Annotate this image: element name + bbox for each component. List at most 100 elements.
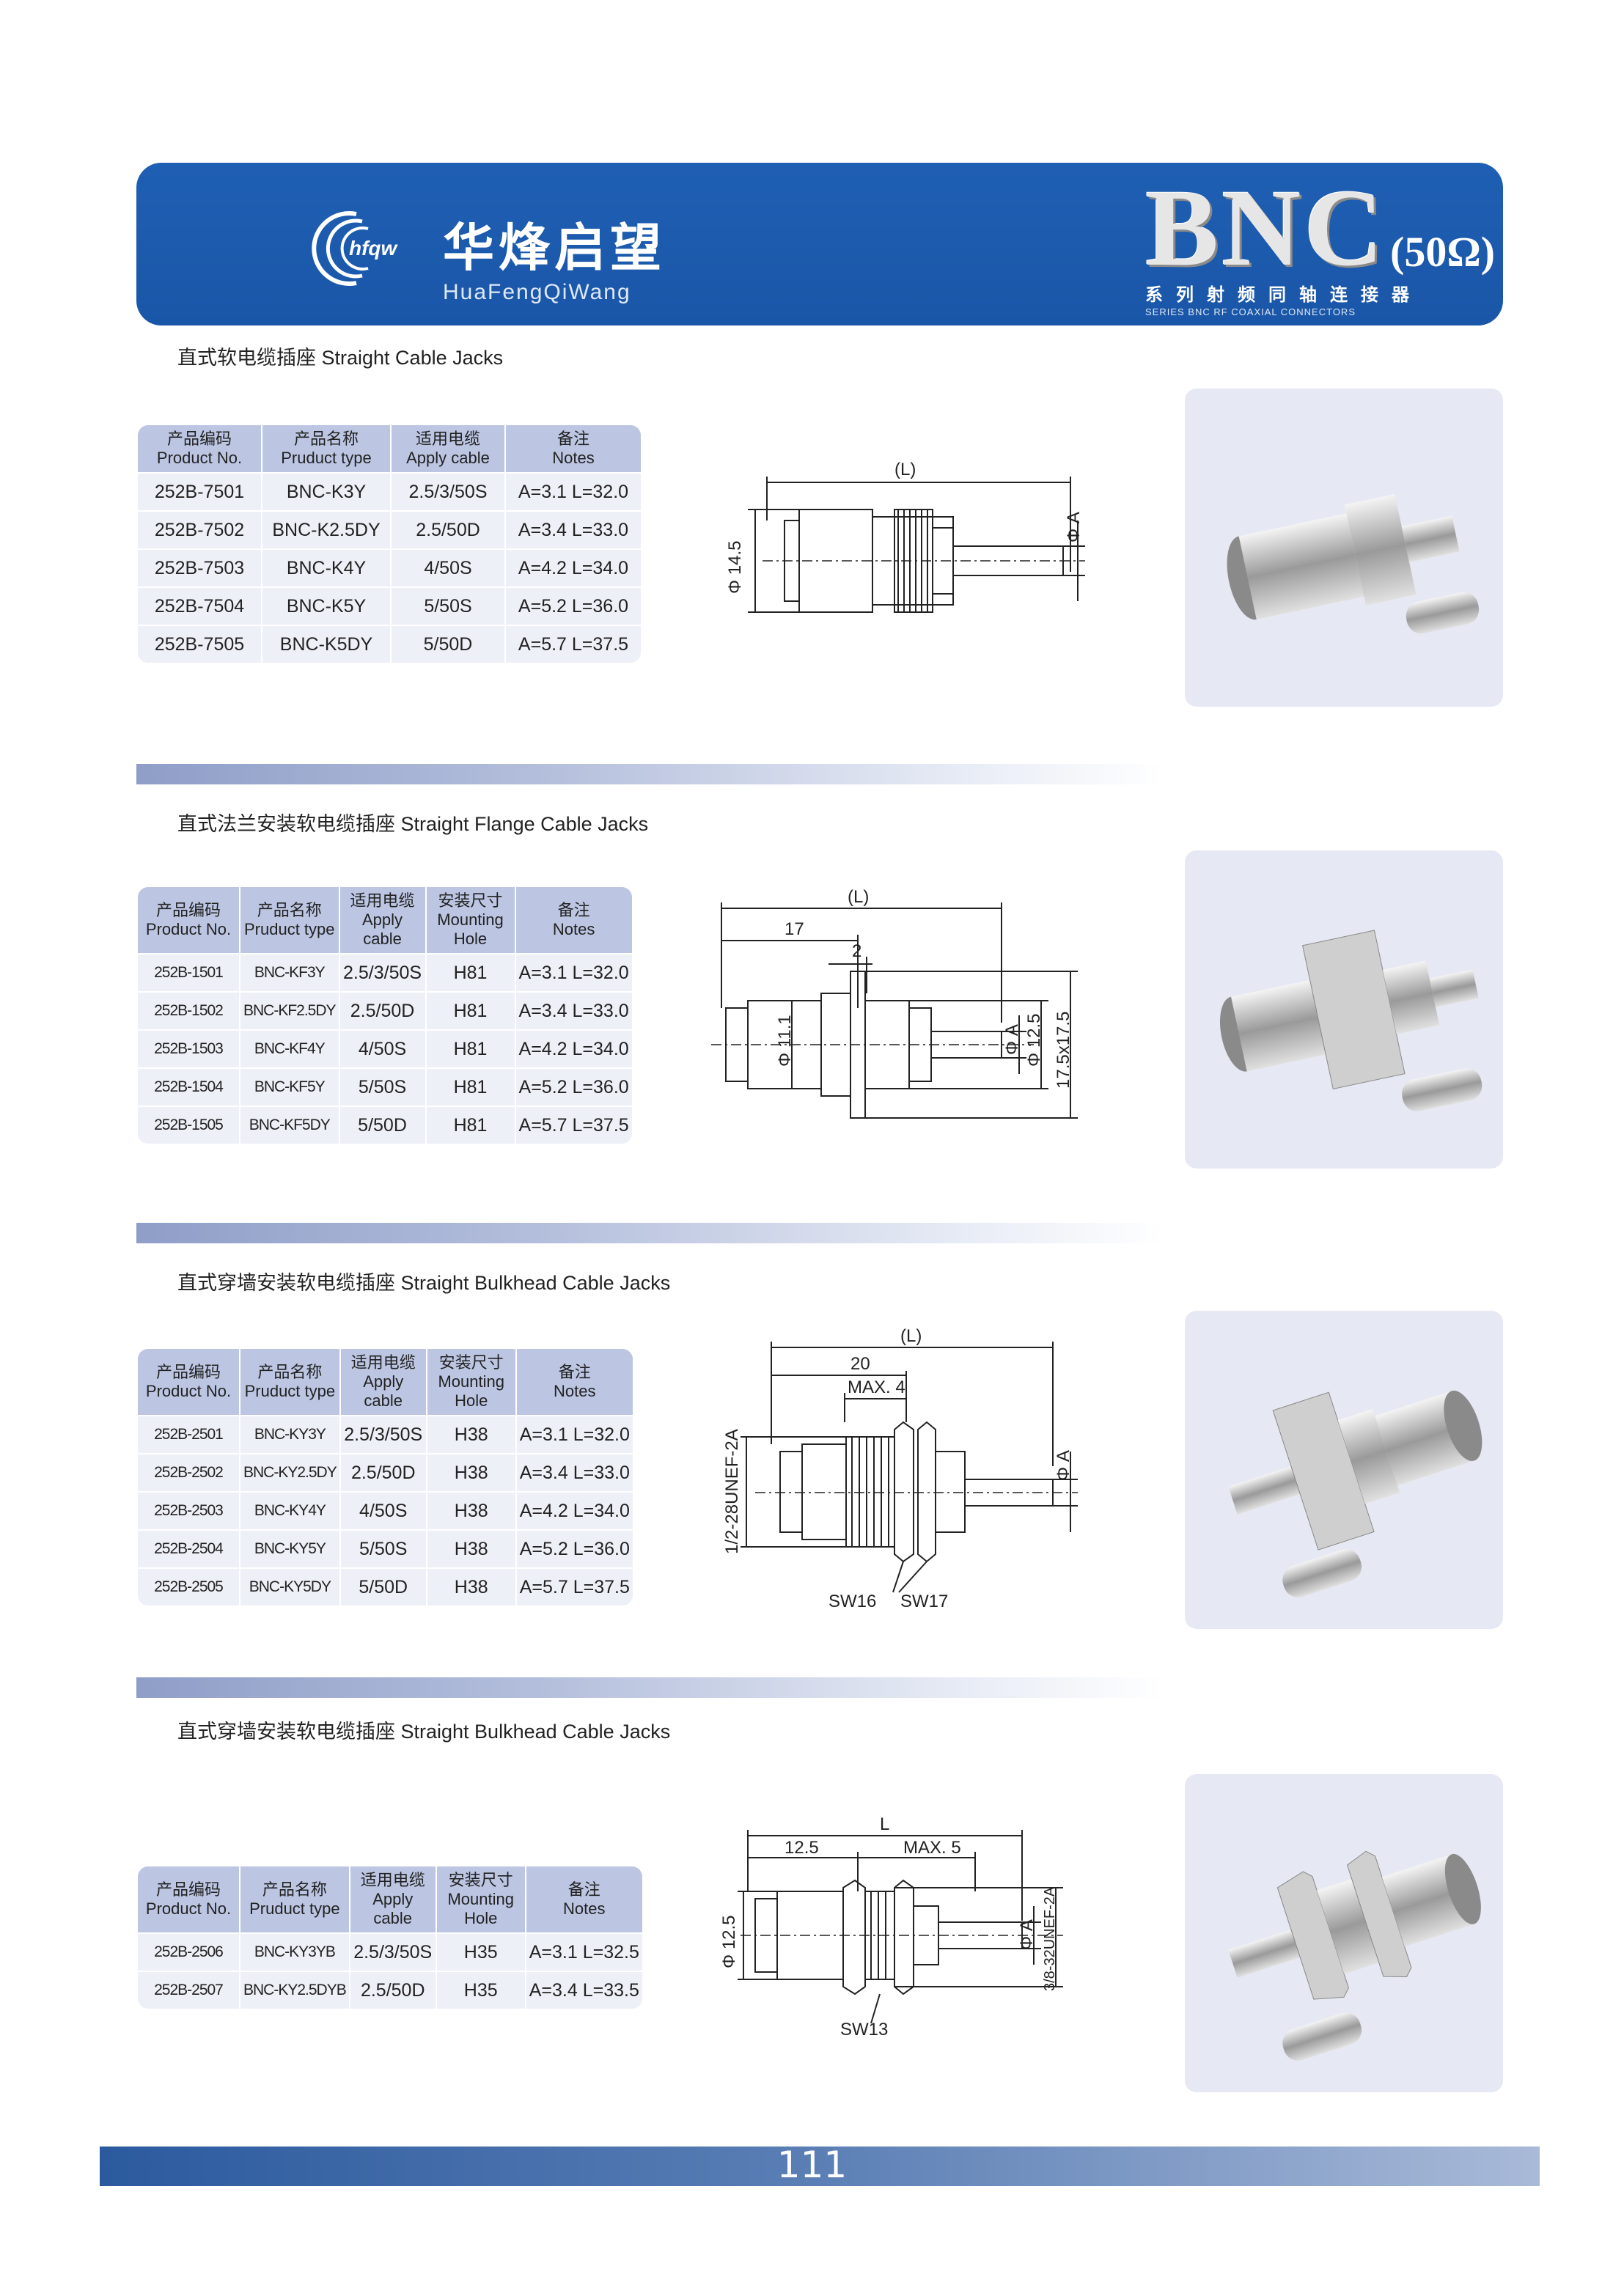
table-cell: H38 xyxy=(427,1415,517,1453)
svg-text:MAX. 5: MAX. 5 xyxy=(903,1838,961,1858)
table-cell: 252B-7502 xyxy=(138,510,262,548)
table-cell: BNC-K2.5DY xyxy=(262,510,392,548)
table-cell: A=4.2 L=34.0 xyxy=(516,1491,633,1529)
logo-text: hfqw xyxy=(349,237,399,260)
table-cell: 252B-1503 xyxy=(138,1029,240,1067)
svg-text:SW16: SW16 xyxy=(828,1592,876,1611)
table-cell: BNC-K4Y xyxy=(262,548,392,586)
table-cell: H38 xyxy=(427,1567,517,1605)
table-cell: BNC-KF2.5DY xyxy=(240,991,340,1029)
table-cell: BNC-KY2.5DY xyxy=(240,1453,341,1491)
svg-text:Φ 11.1: Φ 11.1 xyxy=(775,1015,795,1067)
connector-image xyxy=(1228,1850,1481,2061)
table-cell: 252B-1501 xyxy=(138,953,240,991)
table-cell: 252B-2502 xyxy=(138,1453,240,1491)
svg-text:Φ 12.5: Φ 12.5 xyxy=(719,1915,739,1968)
section-title: 直式穿墙安装软电缆插座 Straight Bulkhead Cable Jack… xyxy=(177,1721,671,1743)
svg-text:2: 2 xyxy=(852,941,861,961)
table-cell: A=3.4 L=33.5 xyxy=(526,1971,642,2009)
section-divider xyxy=(136,1677,1163,1698)
table-cell: 4/50S xyxy=(392,548,506,586)
table-cell: A=3.1 L=32.0 xyxy=(516,1415,633,1453)
table-cell: BNC-KY3Y xyxy=(240,1415,341,1453)
table-cell: BNC-KF4Y xyxy=(240,1029,340,1067)
section-divider xyxy=(136,764,1163,784)
svg-text:MAX. 4: MAX. 4 xyxy=(848,1377,905,1397)
series-name: BNC xyxy=(1145,167,1386,289)
section-title: 直式软电缆插座 Straight Cable Jacks xyxy=(177,347,504,369)
dimension-drawing: (L) 20 MAX. 4 1/2-28UNEF-2A Φ A SW16 SW1… xyxy=(722,1326,1078,1611)
table-cell: H35 xyxy=(436,1971,526,2009)
company-logo-icon: hfqw xyxy=(312,211,399,286)
table-cell: A=5.2 L=36.0 xyxy=(515,1067,632,1106)
table-cell: BNC-KF5DY xyxy=(240,1106,340,1144)
table-cell: BNC-KY5Y xyxy=(240,1529,341,1567)
series-subtitle-cn: 系列射频同轴连接器 xyxy=(1145,285,1422,305)
table-cell: 252B-7505 xyxy=(138,625,262,663)
table-cell: BNC-KF3Y xyxy=(240,953,340,991)
table-cell: 252B-2501 xyxy=(138,1415,240,1453)
svg-text:Φ 14.5: Φ 14.5 xyxy=(725,540,745,594)
connector-image xyxy=(1219,930,1482,1111)
table-cell: 2.5/50D xyxy=(392,510,506,548)
table-cell: 5/50D xyxy=(340,1567,427,1605)
dimension-drawing: (L) Φ 14.5 Φ A xyxy=(725,460,1085,613)
table-cell: 252B-2506 xyxy=(138,1932,240,1971)
table-cell: H81 xyxy=(426,1029,516,1067)
svg-text:20: 20 xyxy=(850,1354,870,1374)
table-cell: 252B-1504 xyxy=(138,1067,240,1106)
table-cell: H38 xyxy=(427,1453,517,1491)
table-cell: 4/50S xyxy=(339,1029,427,1067)
table-cell: 5/50S xyxy=(392,586,506,625)
product-photo xyxy=(1185,1774,1503,2092)
table-cell: 4/50S xyxy=(340,1491,427,1529)
svg-text:17.5x17.5: 17.5x17.5 xyxy=(1054,1012,1073,1089)
svg-text:(L): (L) xyxy=(900,1326,922,1346)
section-title: 直式法兰安装软电缆插座 Straight Flange Cable Jacks xyxy=(177,813,649,835)
svg-text:1/2-28UNEF-2A: 1/2-28UNEF-2A xyxy=(722,1429,742,1554)
svg-text:Φ A: Φ A xyxy=(1064,512,1084,542)
table-cell: A=5.7 L=37.5 xyxy=(506,625,641,663)
table-cell: 2.5/50D xyxy=(350,1971,437,2009)
svg-text:12.5: 12.5 xyxy=(785,1838,819,1858)
product-photo xyxy=(1185,389,1503,707)
table-cell: 2.5/3/50S xyxy=(392,472,506,510)
svg-text:(L): (L) xyxy=(894,460,916,479)
svg-text:Φ 12.5: Φ 12.5 xyxy=(1024,1013,1044,1067)
page-number: 111 xyxy=(776,2144,848,2186)
header-banner: hfqw 华烽启望 HuaFengQiWang BNC (50Ω) 系列射频同轴… xyxy=(136,163,1503,325)
table-cell: H81 xyxy=(426,1067,516,1106)
table-cell: A=3.4 L=33.0 xyxy=(516,1453,633,1491)
connector-image xyxy=(1228,1390,1482,1597)
table-cell: 252B-7503 xyxy=(138,548,262,586)
table-cell: 252B-7504 xyxy=(138,586,262,625)
table-cell: 2.5/3/50S xyxy=(350,1932,437,1971)
table-cell: BNC-K5DY xyxy=(262,625,392,663)
svg-text:Φ A: Φ A xyxy=(1002,1024,1022,1055)
svg-text:L: L xyxy=(880,1814,889,1834)
svg-text:3/8-32UNEF-2A: 3/8-32UNEF-2A xyxy=(1042,1886,1058,1991)
connector-image xyxy=(1227,493,1480,634)
table-cell: 2.5/3/50S xyxy=(339,953,427,991)
